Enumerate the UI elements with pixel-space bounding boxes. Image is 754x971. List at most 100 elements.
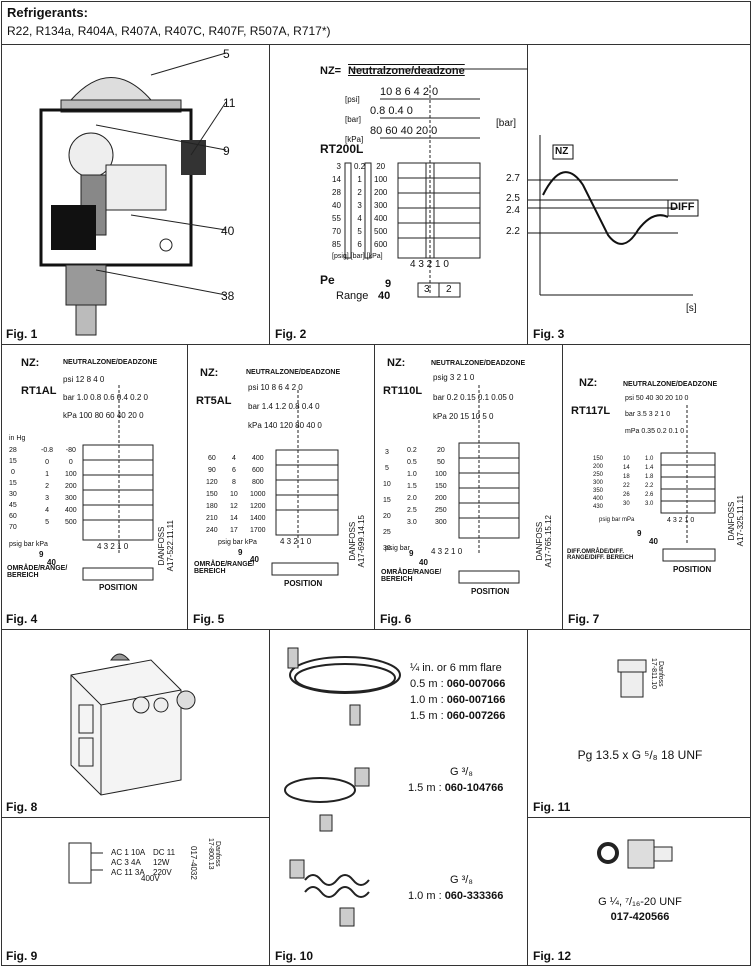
fig3-diff: DIFF (670, 201, 695, 213)
fig5-code: DANFOSS A17-699.14.15 (348, 515, 366, 568)
fig7-psi: psi 50 40 30 20 10 0 (625, 395, 689, 402)
fig2-bar-values: 0.8 0.4 0 (370, 105, 413, 117)
fig3-tick-22: 2.2 (506, 226, 520, 237)
fig5-n40: 40 (250, 555, 259, 564)
fig6-kpa: kPa 20 15 10 5 0 (433, 412, 494, 421)
fig12-adapter-drawing (597, 839, 673, 869)
fig6-n9: 9 (409, 549, 414, 558)
fig7-bottom: psig bar mPa (599, 517, 635, 523)
fig10-item-3: 1.5 m : 060-007266 (410, 710, 506, 722)
fig12-code: 017-420566 (610, 911, 670, 923)
fig10-item-1: 0.5 m : 060-007066 (410, 678, 506, 690)
fig5-kpa: kPa 140 120 80 40 0 (248, 421, 322, 430)
fig10-flare: ¼ in. or 6 mm flare (410, 662, 502, 674)
fig5-nz: NZ: (200, 367, 219, 379)
fig5-n9: 9 (238, 548, 243, 557)
fig9-400v: 400V (141, 874, 160, 883)
fig4-position: POSITION (99, 583, 138, 592)
fig6-code: DANFOSS A17-765.15.12 (535, 515, 553, 568)
fig4-nz: NZ: (21, 357, 40, 369)
refrigerants-title: Refrigerants: (7, 5, 88, 20)
fig9-code: 017-4032 (189, 846, 198, 880)
fig2-nz: NZ= (320, 65, 342, 77)
fig10-panel: ¼ in. or 6 mm flare 0.5 m : 060-007066 1… (270, 630, 528, 966)
fig5-label: Fig. 5 (193, 612, 225, 626)
fig6-head: NEUTRALZONE/DEADZONE (431, 360, 526, 367)
fig4-panel: NZ: NEUTRALZONE/DEADZONE RT1AL psi 12 8 … (1, 345, 188, 630)
fig10-item-5: 1.0 m : 060-333366 (408, 890, 504, 902)
fig2-n9: 9 (385, 278, 392, 290)
fig2-psi-values: 10 8 6 4 2 0 (380, 86, 439, 98)
thermostat-cutaway-drawing (39, 52, 227, 336)
fig9-wiring-drawing (68, 842, 103, 884)
fig10-cables-drawing (284, 647, 401, 927)
fig11-panel: Danfoss 17-811.10 Pg 13.5 x G ⁵/₈ 18 UNF… (528, 630, 751, 818)
fig5-model: RT5AL (196, 395, 232, 407)
fig10-item-4: 1.5 m : 060-104766 (408, 782, 504, 794)
fig10-label: Fig. 10 (275, 949, 314, 963)
fig5-panel: NZ: NEUTRALZONE/DEADZONE RT5AL psi 10 8 … (188, 345, 375, 630)
refrigerants-list: R22, R134a, R404A, R407A, R407C, R407F, … (7, 24, 331, 38)
fig5-grid (271, 390, 339, 576)
fig5-bar: bar 1.4 1.2 0.8 0.4 0 (248, 402, 320, 411)
fig6-nz: NZ: (387, 357, 406, 369)
fig4-code: DANFOSS A17-522.11.11 (157, 520, 175, 572)
callout-5: 5 (223, 47, 230, 61)
fig8-housing-drawing (70, 653, 196, 796)
fig6-bar: bar 0.2 0.15 0.1 0.05 0 (433, 393, 514, 402)
fig1-label: Fig. 1 (6, 327, 38, 341)
fig7-position: POSITION (673, 565, 712, 574)
fig6-model: RT110L (383, 385, 423, 397)
fig6-panel: NZ: NEUTRALZONE/DEADZONE RT110L psig 3 2… (375, 345, 563, 630)
fig2-bar-unit: [bar] (345, 115, 362, 124)
fig7-nz: NZ: (579, 377, 598, 389)
fig3-xlabel: [s] (686, 303, 697, 314)
fig7-n40: 40 (649, 537, 658, 546)
fig4-model: RT1AL (21, 385, 57, 397)
fig8-panel: Fig. 8 (1, 630, 270, 818)
fig4-grid (82, 385, 154, 581)
fig7-model: RT117L (571, 405, 611, 417)
fig7-range: DIFF.OMRÅDE/DIFF. RANGE/DIFF. BEREICH (567, 549, 634, 561)
callout-40: 40 (221, 224, 235, 238)
fig2-pos-2: 2 (446, 284, 452, 295)
fig11-label: Fig. 11 (533, 800, 571, 814)
fig7-label: Fig. 7 (568, 612, 600, 626)
fig2-label: Fig. 2 (275, 327, 307, 341)
callout-38: 38 (221, 289, 235, 303)
fig2-range: Range (336, 290, 369, 302)
fig6-dial: 4 3 2 1 0 (431, 547, 463, 556)
fig3-tick-24: 2.4 (506, 205, 520, 216)
fig4-bottom: psig bar kPa (9, 541, 48, 548)
fig3-graph (528, 135, 699, 296)
fig2-kpa-unit: [kPa] (345, 135, 364, 144)
fig12-text: G ¼, ⁷/₁₆-20 UNF (598, 896, 682, 908)
fig7-dial: 4 3 2 1 0 (667, 517, 695, 524)
fig3-ylabel: [bar] (496, 118, 517, 129)
fig3-nz: NZ (555, 146, 569, 157)
fig3-tick-25: 2.5 (506, 193, 520, 204)
fig3-tick-27: 2.7 (506, 173, 520, 184)
fig5-position: POSITION (284, 579, 323, 588)
header: Refrigerants: R22, R134a, R404A, R407A, … (1, 1, 751, 45)
fig5-bottom: psig bar kPa (218, 539, 257, 546)
fig2-dial: 4 3 2 1 0 (410, 259, 449, 270)
fig2-kpa-values: 80 60 40 20 0 (370, 125, 438, 137)
fig7-grid (660, 405, 716, 562)
fig6-bottom: psig bar (385, 545, 410, 552)
fig6-grid (458, 385, 520, 584)
fig4-head: NEUTRALZONE/DEADZONE (63, 359, 158, 366)
